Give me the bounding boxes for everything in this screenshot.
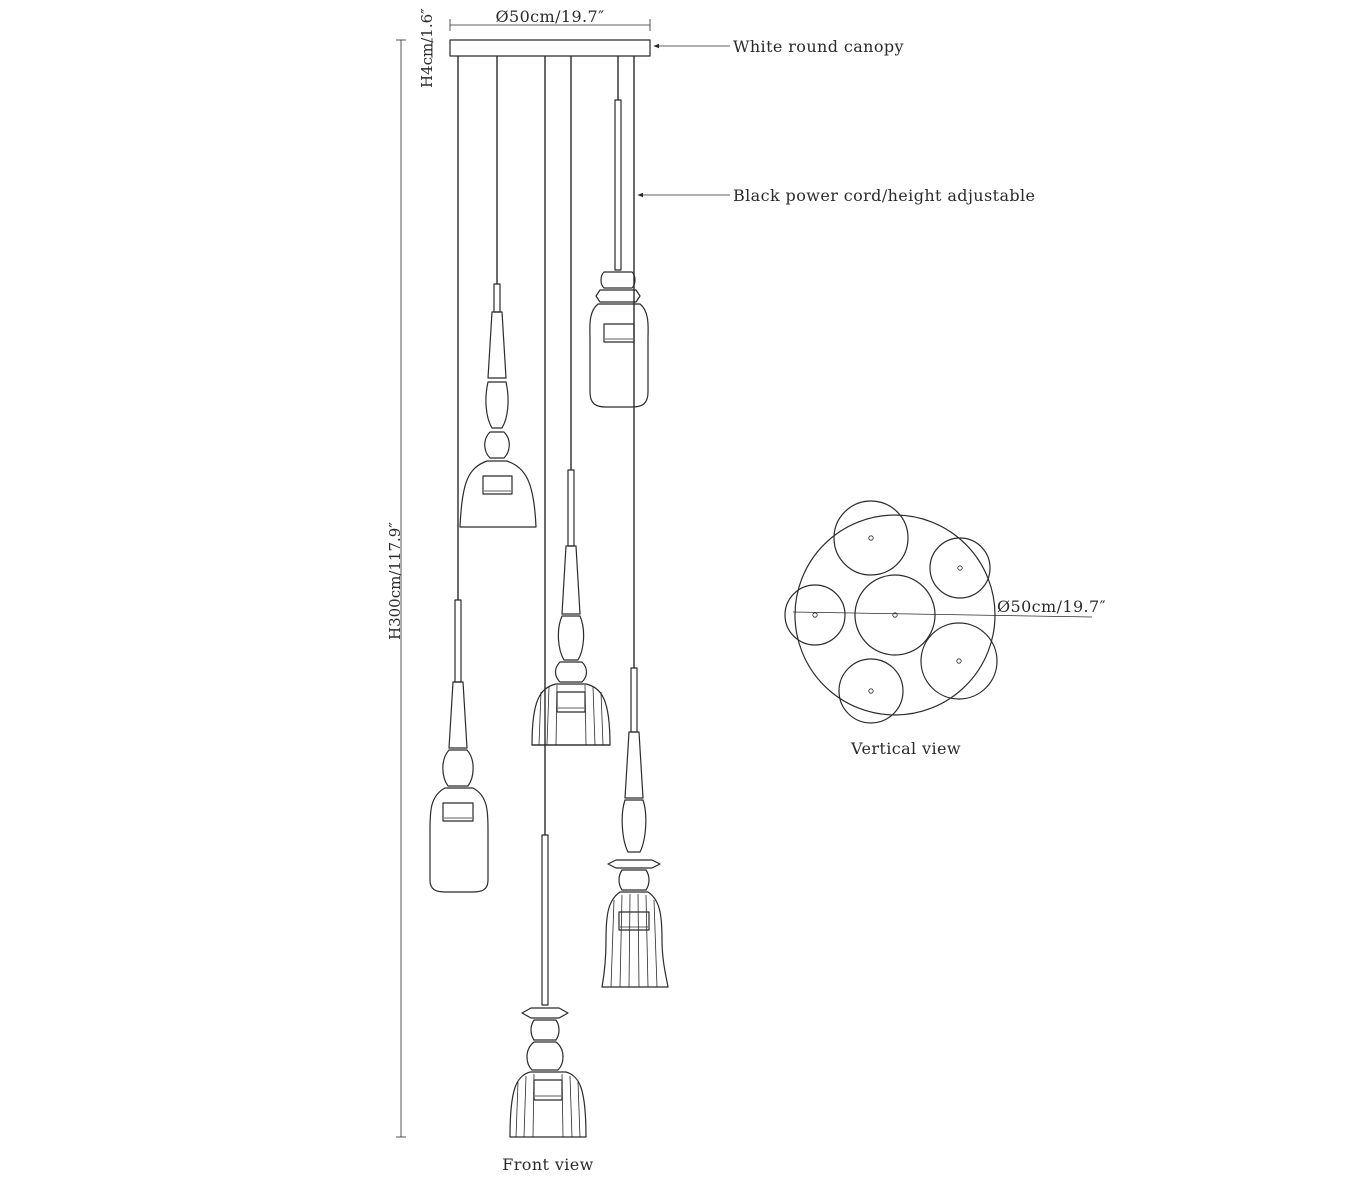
total-height-dimension: H300cm/117.9″ <box>386 39 406 1138</box>
vertical-view-caption: Vertical view <box>850 739 961 758</box>
canopy-height-dimension: H4cm/1.6″ <box>418 8 436 88</box>
pendant-a <box>459 283 537 528</box>
front-view-caption: Front view <box>502 1155 594 1174</box>
canopy-height-label: H4cm/1.6″ <box>418 8 436 88</box>
total-height-label: H300cm/117.9″ <box>386 522 404 640</box>
power-cords <box>457 56 635 835</box>
canopy-width-label: Ø50cm/19.7″ <box>495 7 604 26</box>
canopy <box>449 39 651 57</box>
shade-circles <box>784 500 998 724</box>
shade-centers <box>812 535 963 694</box>
canopy-width-dimension: Ø50cm/19.7″ <box>449 7 651 31</box>
pendant-b <box>589 99 649 408</box>
callout-cord-label: Black power cord/height adjustable <box>733 186 1035 205</box>
diameter-label: Ø50cm/19.7″ <box>997 597 1106 616</box>
pendant-f <box>509 834 587 1138</box>
callout-canopy: White round canopy <box>653 37 904 56</box>
front-view: Ø50cm/19.7″ H4cm/1.6″ H300cm/117.9″ Whit… <box>386 7 1035 1174</box>
vertical-view: Ø50cm/19.7″ Vertical view <box>784 500 1106 758</box>
pendant-d <box>429 599 489 893</box>
callout-cord: Black power cord/height adjustable <box>637 186 1035 205</box>
pendant-e <box>601 667 669 988</box>
callout-canopy-label: White round canopy <box>733 37 904 56</box>
pendant-c <box>531 469 611 746</box>
diameter-dimension: Ø50cm/19.7″ <box>792 597 1106 618</box>
